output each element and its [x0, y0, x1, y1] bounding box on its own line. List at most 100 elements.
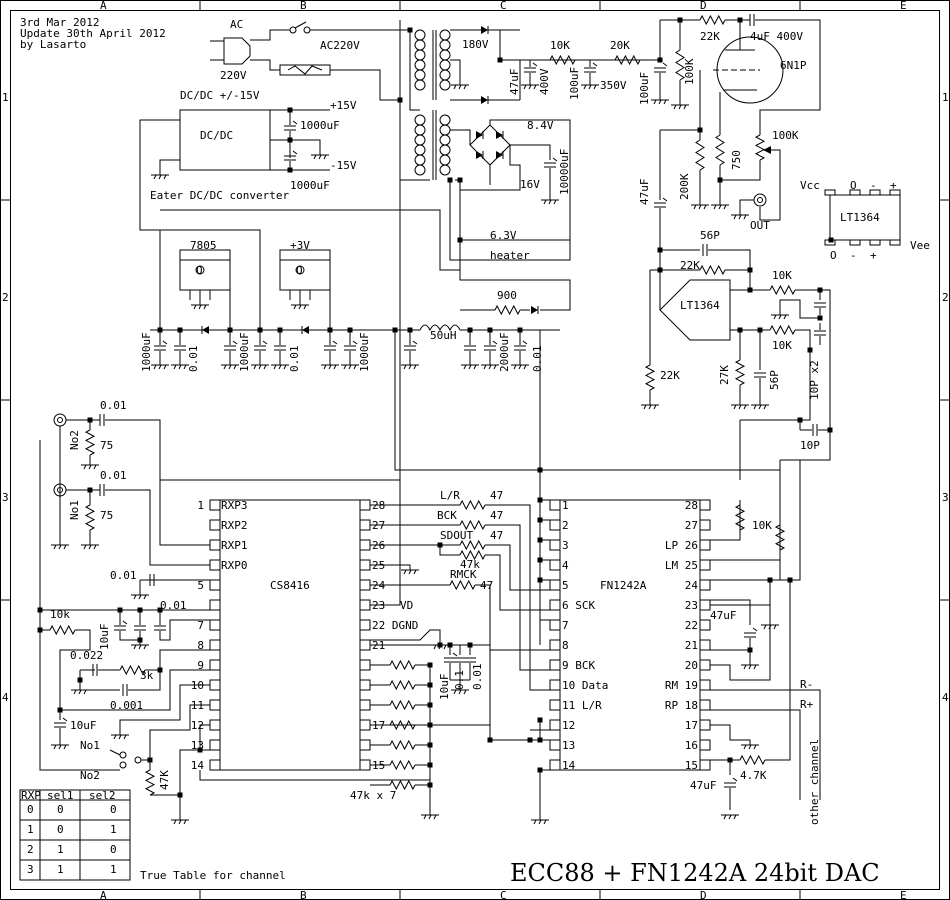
- label-cs8416-bus-sdout: SDOUT: [440, 529, 473, 542]
- fn1242a-left-pin: [549, 719, 561, 731]
- label-cs8416-left_pins-10: 11: [191, 699, 204, 712]
- ground-hatch: [233, 364, 237, 370]
- wire: [145, 649, 210, 671]
- ground-icon: [171, 364, 189, 370]
- regulator-body: [279, 259, 331, 291]
- capacitor: [149, 574, 155, 586]
- label-pinout-vee: Vee: [910, 239, 930, 252]
- jack-outer: [53, 413, 67, 427]
- ground-icon: [271, 364, 289, 370]
- junction-dot: [287, 137, 293, 143]
- label-cs8416-left_names-0: RXP3: [221, 499, 248, 512]
- wire: [139, 119, 261, 330]
- label-truth_table-rows-1-1: 0: [57, 823, 64, 836]
- label-header-line1: 3rd Mar 2012: [20, 16, 99, 29]
- label-tube-r750: 750: [730, 150, 743, 170]
- label-power-reg2: +3V: [290, 239, 310, 252]
- label-border-rows-1: 2: [942, 291, 949, 304]
- label-cs8416-filter-r10k: 10k: [50, 608, 70, 621]
- fn1242a-right-pin: [699, 519, 711, 531]
- label-fn1242a-left_pins-11: 12: [562, 719, 575, 732]
- ground-icon: [741, 664, 759, 670]
- ground-hatch: [683, 104, 687, 110]
- ground-hatch: [748, 744, 752, 750]
- ground-hatch: [118, 734, 122, 740]
- capacitor: [749, 14, 755, 26]
- label-tube-r100k: 100K: [683, 58, 696, 85]
- label-power-v400: 400V: [538, 68, 551, 95]
- label-pinout-vcc: Vcc: [800, 179, 820, 192]
- wire: [450, 129, 471, 145]
- label-cs8416-filter-c10uf_b: 10uF: [70, 719, 97, 732]
- electrolytic-capacitor: [404, 340, 418, 351]
- jack-outer: [753, 193, 767, 207]
- ground-icon: [421, 814, 439, 820]
- ground-hatch: [73, 689, 77, 695]
- ground-icon: [541, 199, 559, 205]
- capacitor: [814, 330, 826, 336]
- label-power-caps-2: 1000uF: [238, 332, 251, 372]
- mounting-hole: [295, 265, 305, 275]
- label-cs8416-filter-c001_a: 0.01: [110, 569, 137, 582]
- resistor: [389, 739, 416, 751]
- fn1242a-left-pin: [549, 679, 561, 691]
- label-inputs-r75_b: 75: [100, 509, 113, 522]
- ground-hatch: [463, 689, 467, 695]
- label-cs8416-name: CS8416: [270, 579, 310, 592]
- coil-turn: [414, 49, 426, 61]
- pin: [849, 239, 861, 246]
- label-power-v220: 220V: [220, 69, 247, 82]
- ground-hatch: [783, 314, 787, 320]
- ground-hatch: [468, 364, 472, 370]
- electrolytic-capacitor: [284, 150, 298, 161]
- label-opamp-r27k: 27K: [718, 365, 731, 385]
- ground-icon: [401, 569, 419, 575]
- label-tube-pot100k: 100K: [772, 129, 799, 142]
- junction-dot: [527, 737, 533, 743]
- label-power-caps-6: 0.01: [531, 346, 544, 373]
- capacitor: [454, 657, 466, 663]
- fn1242a-left-pin: [549, 659, 561, 671]
- diode-icon: [476, 131, 484, 139]
- label-border-columns-3: D: [700, 0, 707, 12]
- label-power-reg1: 7805: [190, 239, 217, 252]
- coil-turn: [439, 154, 451, 166]
- junction-dot: [537, 767, 543, 773]
- label-power-dcdc: DC/DC: [200, 129, 233, 142]
- ground-hatch: [138, 644, 142, 650]
- capacitor: [99, 484, 105, 496]
- plus-mark: [492, 340, 498, 345]
- label-truth_table-rows-3-0: 3: [27, 863, 34, 876]
- fn1242a-left-pin: [549, 699, 561, 711]
- label-truth_table-caption: True Table for channel: [140, 869, 286, 882]
- ground-hatch: [113, 734, 117, 740]
- label-cs8416-bus-pullups: 47k x 7: [350, 789, 396, 802]
- label-cs8416-right_pins-0: 28: [372, 499, 385, 512]
- ground-hatch: [158, 364, 162, 370]
- ground-hatch: [88, 464, 92, 470]
- coil-turn: [439, 164, 451, 176]
- label-border-rows-2: 3: [2, 491, 9, 504]
- label-tube-c47uf: 47uF: [638, 179, 651, 206]
- label-fn1242a-left_pins-5: 6 SCK: [562, 599, 595, 612]
- label-cs8416-left_pins-0: 1: [197, 499, 204, 512]
- switch-contact: [289, 26, 297, 34]
- label-inputs-c001_a: 0.01: [100, 399, 127, 412]
- capacitor: [464, 345, 476, 351]
- ground-hatch: [663, 99, 667, 105]
- ground-hatch: [138, 594, 142, 600]
- cs8416-left-pin: [209, 659, 221, 671]
- ground-hatch: [53, 544, 57, 550]
- coil-turn: [414, 154, 426, 166]
- label-cs8416-bus-c001: 0.01: [471, 664, 484, 691]
- coil-turn: [439, 134, 451, 146]
- wire: [39, 440, 120, 771]
- ground-hatch: [463, 364, 467, 370]
- cs8416-right-pin: [359, 579, 371, 591]
- label-cs8416-right_pins-3: 25: [372, 559, 385, 572]
- label-border-rows-3: 4: [942, 691, 949, 704]
- ground-icon: [731, 214, 749, 220]
- wire: [485, 544, 560, 591]
- resistor: [389, 779, 416, 791]
